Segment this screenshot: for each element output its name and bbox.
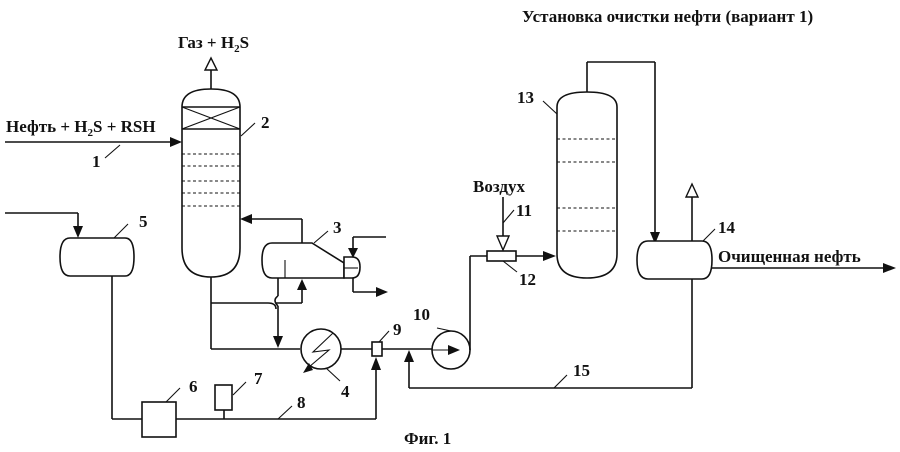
line-10-to-12 xyxy=(469,255,487,350)
heating-medium-lines xyxy=(348,236,388,297)
heat-exchanger-4 xyxy=(300,328,342,373)
block-7 xyxy=(214,384,233,411)
feed-label: Нефть + H2S + RSH xyxy=(6,117,156,139)
callout-13-leader xyxy=(542,100,558,115)
reboiler-3 xyxy=(261,242,361,279)
callout-11: 11 xyxy=(516,201,532,220)
gas-outlet-label: Газ + H2S xyxy=(178,33,249,55)
diagram-title: Установка очистки нефти (вариант 1) xyxy=(522,7,813,26)
feed-line-1 xyxy=(5,137,182,159)
line-13-to-14 xyxy=(586,61,660,244)
recycle-line-15 xyxy=(404,279,693,389)
block-6 xyxy=(141,401,177,438)
separator-vent-line xyxy=(684,182,700,241)
air-label: Воздух xyxy=(473,177,525,196)
separator-14 xyxy=(636,240,713,280)
callout-12-leader xyxy=(502,260,518,273)
callout-10-leader xyxy=(436,327,452,332)
reboiler-vapor-return xyxy=(240,214,303,243)
mixer-12 xyxy=(486,250,517,262)
callout-5: 5 xyxy=(139,212,148,231)
product-line xyxy=(712,263,896,273)
column-bottoms-line xyxy=(210,277,307,350)
callout-7: 7 xyxy=(254,369,263,388)
line-8 xyxy=(176,357,381,420)
column-13 xyxy=(556,91,618,279)
callout-14-leader xyxy=(702,228,716,242)
callout-6-leader xyxy=(165,387,181,403)
callout-3: 3 xyxy=(333,218,342,237)
callout-15: 15 xyxy=(573,361,590,380)
air-line-11 xyxy=(495,197,515,252)
callout-4-leader xyxy=(325,367,341,382)
line-12-to-13 xyxy=(516,251,556,261)
line-5-to-6 xyxy=(111,276,142,420)
callout-2: 2 xyxy=(261,113,270,132)
callout-12: 12 xyxy=(519,270,536,289)
callout-14: 14 xyxy=(718,218,736,237)
gas-outlet-line xyxy=(203,56,219,89)
callout-3-leader xyxy=(313,230,329,244)
callout-9: 9 xyxy=(393,320,402,339)
callout-13: 13 xyxy=(517,88,534,107)
pump-10 xyxy=(431,330,471,370)
callout-8: 8 xyxy=(297,393,306,412)
callout-4: 4 xyxy=(341,382,350,401)
mixer-9 xyxy=(371,341,383,357)
callout-9-leader xyxy=(378,330,390,343)
drum-5 xyxy=(59,237,135,277)
callout-2-leader xyxy=(240,122,256,137)
callout-1: 1 xyxy=(92,152,101,171)
drum-5-inlet xyxy=(5,212,83,238)
callout-10: 10 xyxy=(413,305,430,324)
callout-5-leader xyxy=(113,223,129,239)
callout-6: 6 xyxy=(189,377,198,396)
column-2 xyxy=(181,88,241,278)
callout-7-leader xyxy=(232,381,247,396)
figure-caption: Фиг. 1 xyxy=(404,429,451,448)
product-label: Очищенная нефть xyxy=(718,247,861,266)
